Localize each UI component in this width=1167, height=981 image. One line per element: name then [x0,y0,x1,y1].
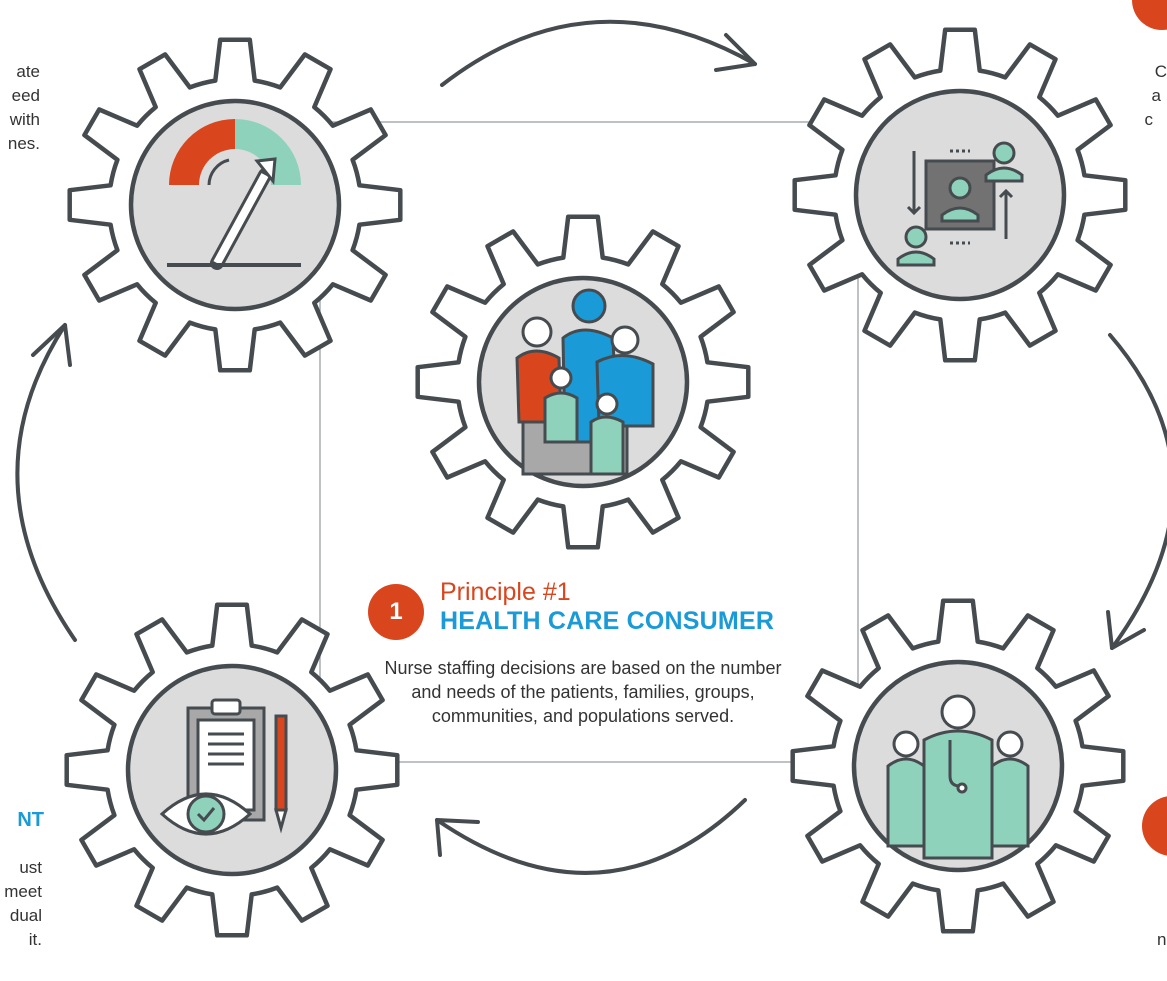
team-exchange-icon [896,141,1024,267]
gear-top-left [70,40,401,371]
cycle-arrow-left [15,323,77,642]
cycle-arrow-right [1106,333,1167,650]
fragment-left-bottom: ust meet dual it. [4,858,42,949]
principle-description: Nurse staffing decisions are based on th… [384,658,782,726]
clipboard-review-icon [159,698,288,836]
principle-block: 1 Principle #1 HEALTH CARE CONSUMER Nurs… [368,578,840,726]
family-group-icon [515,288,655,476]
fragment-left-heading: NT [17,809,44,831]
principle-title: Principle #1 [440,578,571,606]
connector-frame [319,121,859,763]
gear-top-right [795,30,1126,361]
cycle-arrow-bottom [435,798,747,875]
fragment-right-bottom: n [1157,930,1167,949]
gear-center [418,217,749,548]
fragment-right-top: C a c [1144,62,1167,129]
gear-bottom-left [67,605,398,936]
gauge-arrow-icon [167,119,301,270]
gear-bottom-right [793,601,1124,932]
fragment-left-top: ate eed with nes. [7,62,40,153]
care-team-icon [886,694,1030,860]
cycle-arrow-top [440,19,757,87]
principle-name: HEALTH CARE CONSUMER [440,607,775,635]
principle-number-badge: 1 [368,584,424,640]
badge-top-right [1132,0,1167,30]
badge-bottom-right [1142,796,1167,856]
